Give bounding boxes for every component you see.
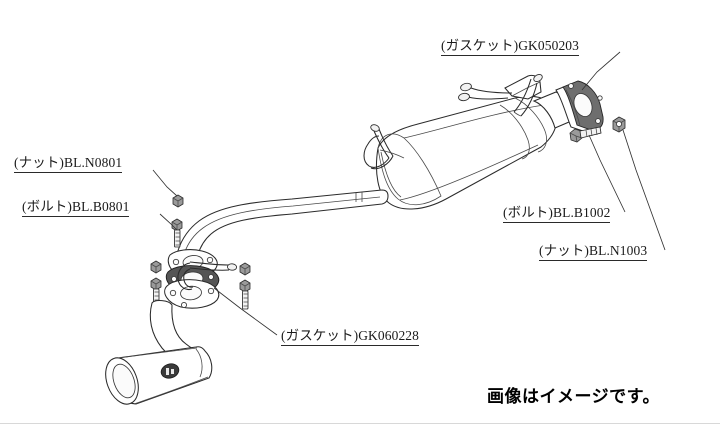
tip-logo-badge	[160, 363, 180, 379]
lower-flange-joint	[164, 249, 238, 309]
muffler-hanger-rear	[458, 73, 543, 117]
nut-left	[150, 260, 162, 274]
label-bolt-bl-b0801: (ボルト)BL.B0801	[22, 199, 130, 217]
bolt-bl-b0801-part	[171, 218, 183, 248]
label-nut-bl-n0801: (ナット)BL.N0801	[14, 155, 123, 173]
label-gasket-gk050203: (ガスケット)GK050203	[441, 38, 579, 56]
flange-hardware-left	[150, 260, 251, 310]
bolt-bl-b1002-part	[569, 126, 602, 143]
nut-right	[239, 262, 251, 276]
flange-hardware-upper	[171, 194, 184, 248]
label-gasket-gk060228: (ガスケット)GK060228	[281, 328, 419, 346]
muffler-hanger-front	[363, 124, 405, 170]
flange-hardware-right	[569, 116, 626, 143]
illustration-disclaimer-note: 画像はイメージです。	[487, 387, 660, 407]
tail-pipe-tip	[105, 300, 213, 405]
muffler-canister	[375, 95, 558, 210]
nut-bl-n1003-part	[612, 116, 626, 133]
label-bolt-bl-b1002: (ボルト)BL.B1002	[503, 205, 611, 223]
leader-lines	[152, 51, 666, 336]
bolt-right	[239, 279, 251, 310]
nut-bl-n0801-part	[172, 194, 184, 208]
label-nut-bl-n1003: (ナット)BL.N1003	[539, 243, 648, 261]
